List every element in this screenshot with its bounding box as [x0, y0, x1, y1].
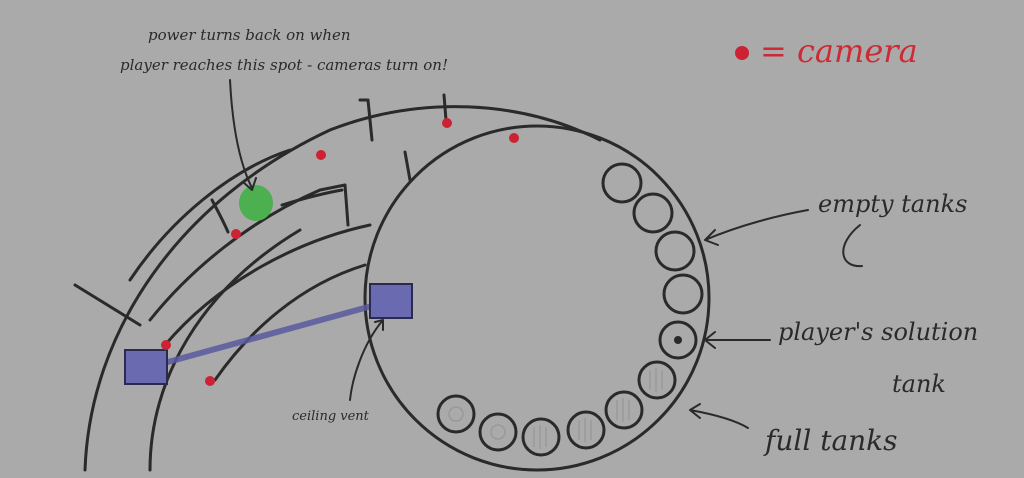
solution-tank	[658, 320, 698, 360]
ceiling-vent-label: ceiling vent	[292, 409, 370, 424]
camera-marker	[442, 118, 452, 128]
cameras	[161, 118, 519, 386]
ceiling-vent	[369, 283, 413, 319]
inner-wall	[148, 228, 302, 472]
full-tanks	[436, 360, 677, 457]
camera-marker	[231, 229, 241, 239]
solution-arrow	[704, 331, 771, 349]
tank-room	[363, 124, 711, 472]
power-note-line-2: player reaches this spot - cameras turn …	[120, 56, 448, 74]
empty-tank	[601, 162, 643, 204]
solution-label-line-1: player's solution	[778, 318, 978, 346]
empty-tanks-arrow	[704, 209, 809, 246]
power-note-line-1: power turns back on when	[148, 26, 351, 44]
full-tanks-arrow	[689, 403, 749, 429]
ceiling-vent-arrow	[349, 319, 384, 401]
empty-tank	[654, 230, 696, 272]
corridor-divider	[73, 283, 142, 327]
power-spot	[239, 185, 273, 221]
empty-tanks-label: empty tanks	[818, 190, 967, 218]
camera-marker	[509, 133, 519, 143]
full-tanks-label: full tanks	[763, 424, 898, 457]
camera-legend-marker	[735, 46, 749, 60]
empty-tank	[632, 192, 674, 234]
camera-marker	[316, 150, 326, 160]
legend-label: = camera	[760, 32, 918, 70]
full-tank	[604, 390, 644, 430]
empty-tanks	[601, 162, 704, 315]
ceiling-vent	[124, 349, 168, 385]
camera-marker	[161, 340, 171, 350]
outer-wall	[83, 105, 602, 472]
full-tank	[637, 360, 677, 400]
full-tank	[478, 412, 518, 452]
solution-label-line-2: tank	[892, 370, 946, 398]
vent-connection	[143, 298, 393, 371]
full-tank	[436, 394, 476, 434]
full-tank	[566, 410, 606, 450]
camera-marker	[205, 376, 215, 386]
power-arrow	[229, 79, 253, 189]
empty-tank	[662, 273, 704, 315]
full-tank	[521, 417, 561, 457]
